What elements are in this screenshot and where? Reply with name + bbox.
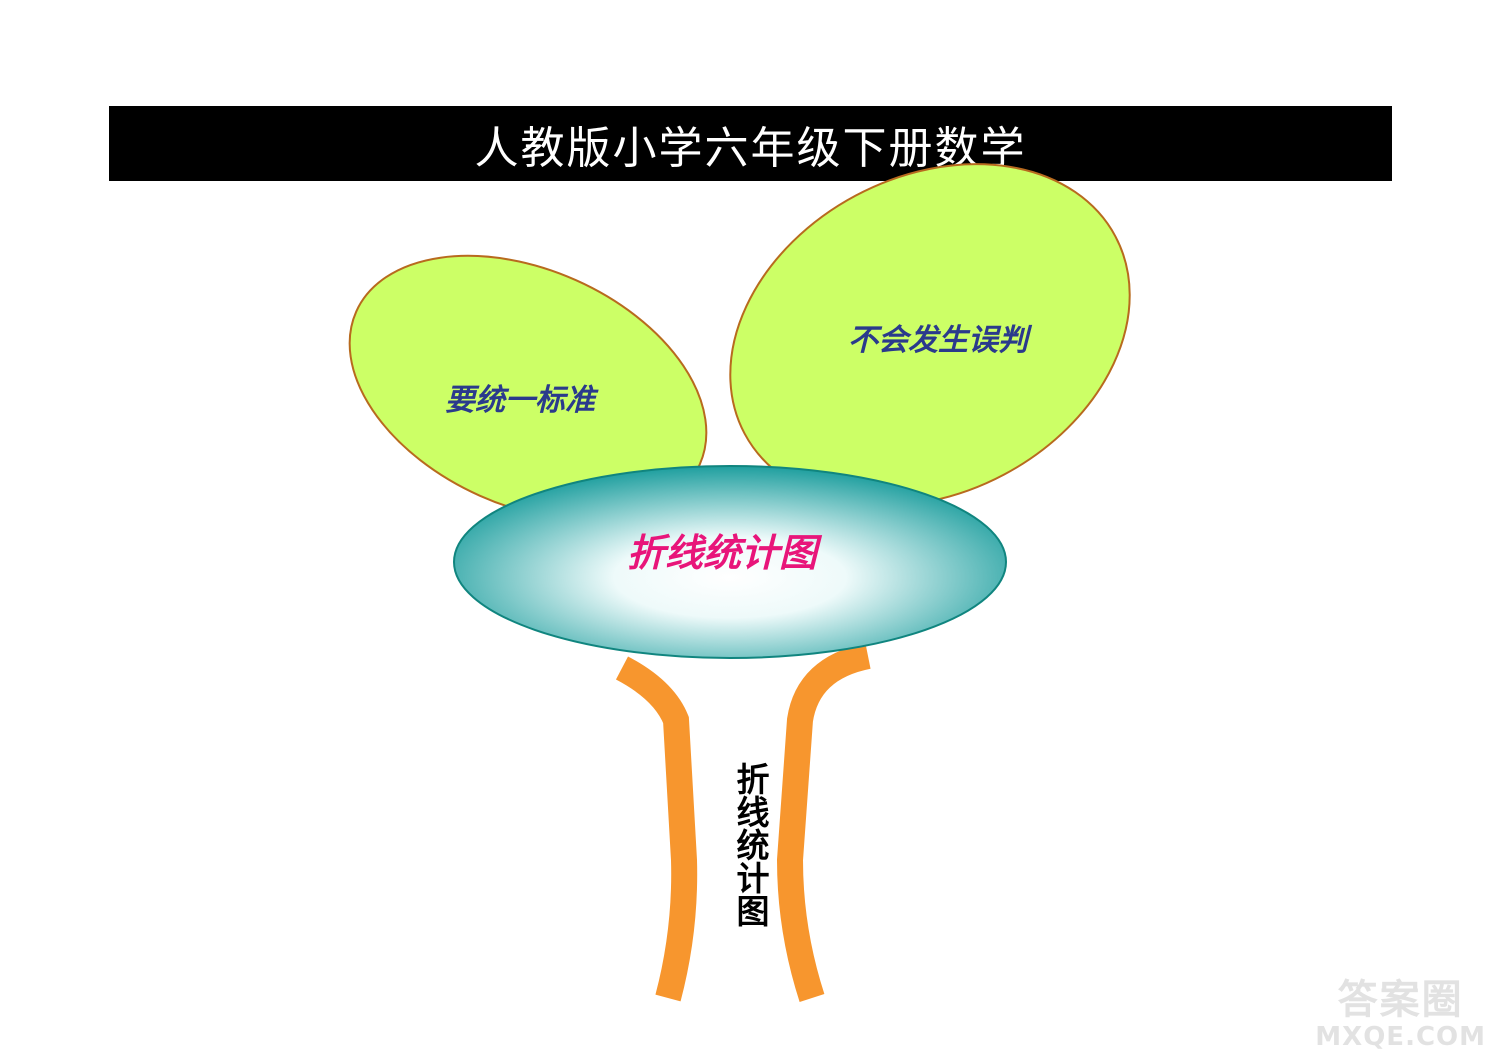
watermark-url: MXQE.COM <box>1315 1022 1486 1052</box>
leaf-right <box>729 163 1131 507</box>
watermark: 答案圈 MXQE.COM <box>1315 978 1486 1052</box>
leaf-left <box>348 254 708 522</box>
page-title: 人教版小学六年级下册数学 <box>474 122 1027 174</box>
stem-left <box>615 656 698 1002</box>
title-bar: 人教版小学六年级下册数学 <box>109 106 1392 181</box>
center-label: 折线统计图 <box>627 531 823 575</box>
stem-label: 折线统计图 <box>731 762 770 927</box>
watermark-logo-text: 答案圈 <box>1337 977 1464 1023</box>
leaf-right-label: 不会发生误判 <box>848 323 1033 358</box>
stem-right <box>776 643 871 1002</box>
center-oval <box>453 465 1007 659</box>
leaf-left-label: 要统一标准 <box>445 383 599 418</box>
